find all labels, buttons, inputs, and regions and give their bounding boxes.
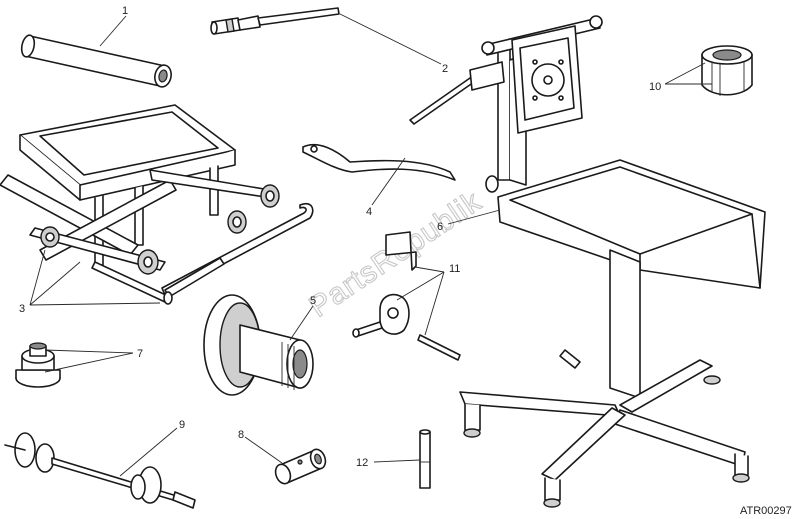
callout-8: 8 [238, 429, 244, 441]
callout-4: 4 [366, 206, 372, 218]
part-12-pin [419, 429, 431, 489]
callout-11: 11 [449, 263, 460, 275]
part-5-bearing-drift [203, 294, 314, 396]
leader-lines [29, 13, 712, 477]
part-2-pin [210, 7, 340, 35]
callout-6: 6 [437, 221, 443, 233]
callout-7: 7 [137, 348, 143, 360]
callout-2: 2 [442, 63, 448, 75]
part-9-bearing-puller [4, 432, 196, 509]
part-4-hook-spanner [302, 143, 456, 181]
part-7-adaptor [15, 342, 61, 388]
callout-labels: 1 2 3 4 5 6 7 8 9 10 11 12 [19, 5, 661, 469]
part-10-split-collar [701, 45, 753, 96]
part-8-bushing [274, 448, 327, 485]
callout-10: 10 [649, 81, 661, 93]
callout-9: 9 [179, 419, 185, 431]
callout-1: 1 [122, 5, 128, 17]
drawing-code: ATR00297 [740, 505, 792, 517]
part-3-lift-stand [0, 104, 314, 305]
part-11-clamp-set [352, 231, 461, 361]
callout-3: 3 [19, 303, 25, 315]
part-6-engine-stand [409, 15, 766, 508]
callout-12: 12 [356, 457, 368, 469]
part-1-roller [20, 34, 172, 88]
callout-5: 5 [310, 295, 316, 307]
